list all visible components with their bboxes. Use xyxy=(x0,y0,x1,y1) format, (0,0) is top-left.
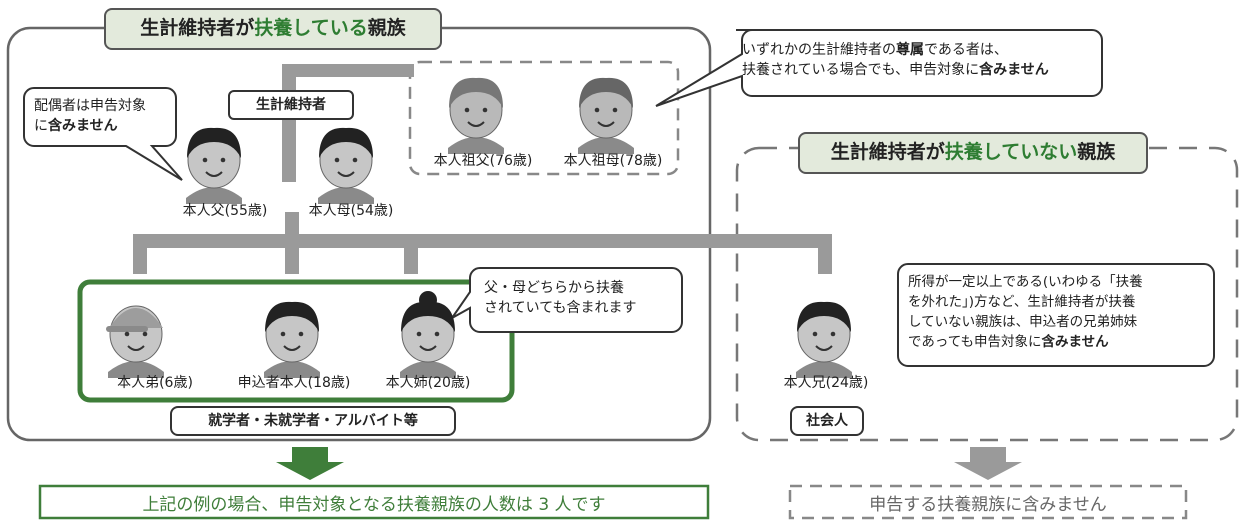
parents-callout-text: 父・母どちらから扶養 されていても含まれます xyxy=(484,278,678,318)
not-supported-line2: を外れた」)方など、生計維持者が扶養 xyxy=(908,294,1136,310)
result-right-frame xyxy=(788,484,1188,520)
not-supported-callout-text: 所得が一定以上である(いわゆる「扶養 を外れた」)方など、生計維持者が扶養 して… xyxy=(908,272,1210,352)
label-applicant: 申込者本人(18歳) xyxy=(237,375,351,391)
person-figures xyxy=(106,77,852,378)
unsupported-group-title: 生計維持者が扶養していない親族 xyxy=(798,132,1148,174)
label-sister: 本人姉(20歳) xyxy=(385,375,471,391)
parents-callout-bubble xyxy=(451,267,683,333)
not-supported-callout-bubble xyxy=(897,263,1215,367)
not-supported-line3: していない親族は、申込者の兄弟姉妹 xyxy=(908,314,1138,330)
person-grandmother-icon xyxy=(578,77,634,154)
label-older-brother: 本人兄(24歳) xyxy=(783,375,869,391)
spouse-callout-text: 配偶者は申告対象 に含みません xyxy=(34,96,174,136)
students-badge: 就学者・未就学者・アルバイト等 xyxy=(170,406,456,436)
person-mother-icon xyxy=(318,127,374,204)
spouse-callout-line1: 配偶者は申告対象 xyxy=(34,98,146,114)
children-frame xyxy=(77,279,515,403)
label-father: 本人父(55歳) xyxy=(182,203,268,219)
supported-title-part1: 生計維持者が xyxy=(140,17,255,39)
parents-callout-line2: されていても含まれます xyxy=(484,300,637,316)
worker-badge: 社会人 xyxy=(790,406,864,436)
not-supported-line1: 所得が一定以上である(いわゆる「扶養 xyxy=(908,274,1143,290)
not-supported-line4-bold: 含みません xyxy=(1041,334,1109,350)
person-sister-icon xyxy=(400,291,456,378)
supported-title-part2: 扶養している xyxy=(254,17,368,39)
supported-group-title: 生計維持者が扶養している親族 xyxy=(104,8,442,50)
label-mother: 本人母(54歳) xyxy=(308,203,394,219)
spouse-callout-line2: に含みません xyxy=(34,116,174,136)
ascendants-callout-line1: いずれかの生計維持者の尊属である者は、 xyxy=(742,40,1098,60)
ascendants-line2-pre: 扶養されている場合でも、申告対象に xyxy=(742,62,980,78)
ascendants-line1-bold: 尊属 xyxy=(896,42,924,58)
person-older-brother-icon xyxy=(796,301,852,378)
unsupported-title-part1: 生計維持者が xyxy=(830,141,945,163)
result-arrow-left xyxy=(276,447,344,480)
label-brother: 本人弟(6歳) xyxy=(117,375,193,391)
grandparents-frame xyxy=(408,60,680,176)
not-supported-line4-pre: であっても申告対象に xyxy=(908,334,1042,350)
result-left-text: 上記の例の場合、申告対象となる扶養親族の人数は 3 人です xyxy=(142,495,606,515)
unsupported-title-part2: 扶養していない xyxy=(944,141,1078,163)
person-brother-icon xyxy=(106,305,164,378)
supported-title-part3: 親族 xyxy=(367,17,406,39)
spouse-line2-bold: 含みません xyxy=(48,118,118,134)
ascendants-callout-text: いずれかの生計維持者の尊属である者は、 扶養されている場合でも、申告対象に含みま… xyxy=(742,40,1098,80)
label-grandmother: 本人祖母(78歳) xyxy=(563,153,663,169)
spouse-line2-pre: に xyxy=(34,118,48,134)
parents-callout-line1: 父・母どちらから扶養 xyxy=(484,280,624,296)
ascendants-callout-line2: 扶養されている場合でも、申告対象に含みません xyxy=(742,60,1098,80)
ascendants-callout-bubble xyxy=(655,29,1103,107)
person-grandfather-icon xyxy=(448,77,504,154)
label-grandfather: 本人祖父(76歳) xyxy=(433,153,533,169)
family-tree-lines xyxy=(133,64,832,274)
ascendants-line1-post: である者は、 xyxy=(924,42,1008,58)
ascendants-line2-bold: 含みません xyxy=(979,62,1049,78)
unsupported-title-part3: 親族 xyxy=(1077,141,1116,163)
spouse-callout-bubble xyxy=(23,87,183,181)
result-right-text: 申告する扶養親族に含みません xyxy=(869,495,1107,515)
ascendants-line1-pre: いずれかの生計維持者の xyxy=(742,42,896,58)
person-father-icon xyxy=(186,127,242,204)
person-applicant-icon xyxy=(264,301,320,378)
result-left-frame xyxy=(38,484,710,520)
not-supported-line4: であっても申告対象に含みません xyxy=(908,332,1210,352)
supporter-badge: 生計維持者 xyxy=(228,90,354,120)
result-arrow-right xyxy=(954,447,1022,480)
